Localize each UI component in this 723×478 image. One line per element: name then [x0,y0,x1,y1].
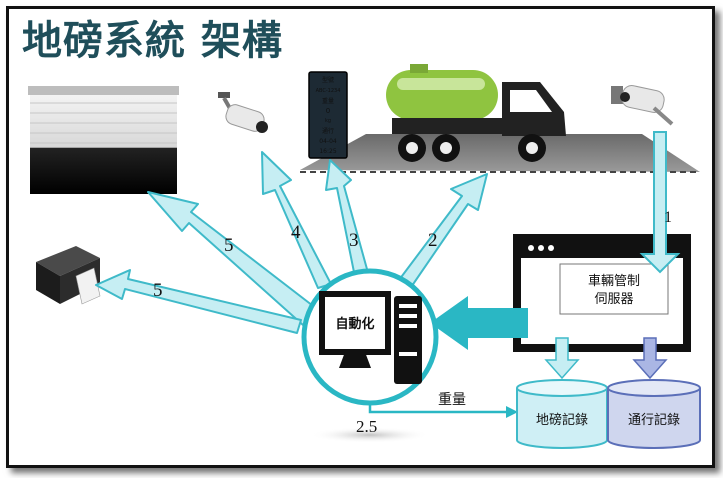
teal-arrows [430,296,528,350]
pass-record-db: 通行記錄 [607,379,701,449]
automation-node: 自動化 [301,268,439,406]
display-line: 通行 [322,127,334,135]
display-line: 16:25 [319,148,336,155]
fan-arrows [95,151,488,334]
arrow-to-printer [95,269,302,334]
server-label-line2: 伺服器 [594,292,633,307]
camera-icon [218,92,268,133]
server-window: 車輛管制 伺服器 [513,234,691,352]
weight-label: 重量 [438,392,466,408]
arrow-server-to-weigh-db [544,337,580,380]
display-line: ABC-1234 [316,88,341,94]
label-display: 3 [349,230,359,251]
server-label-line1: 車輛管制 [588,274,640,289]
label-server: 1 [664,209,672,226]
truck-icon [386,64,566,162]
camera-icon-2 [611,85,674,126]
arrow-server-to-pass-db [632,337,668,380]
display-panel-icon: 型號 ABC-1234 重量 0 kg 通行 04-04 16:25 [308,71,348,159]
arrow-to-camera [261,151,332,289]
printer-icon [36,246,101,305]
arrow-to-display [325,159,371,283]
pass-record-label: 通行記錄 [628,412,680,428]
weight-connector: 重量 [368,392,518,418]
display-line: 重量 [322,97,334,105]
display-line: 04-04 [319,138,337,145]
weighbridge-road [300,134,700,173]
label-printer: 5 [153,280,163,301]
label-truck: 2 [428,230,438,251]
display-line: kg [325,118,331,124]
arrow-to-truck [392,173,488,297]
label-weight: 2.5 [356,417,377,436]
diagram-title: 地磅系統 架構 [22,18,283,64]
label-gate: 5 [224,235,234,256]
monitor-shadow [310,427,430,443]
arrow-number-labels: 5 4 3 2 5 1 2.5 [153,209,672,436]
arrow-to-gate [147,191,318,326]
arrow-camera-to-server [639,131,681,274]
weigh-record-db: 地磅記錄 [516,379,608,449]
weigh-record-label: 地磅記錄 [536,412,588,428]
automation-label: 自動化 [335,316,374,332]
display-line: 型號 [322,76,334,84]
label-camera: 4 [291,222,301,243]
display-line: 0 [326,107,330,115]
gate-icon [28,86,179,194]
